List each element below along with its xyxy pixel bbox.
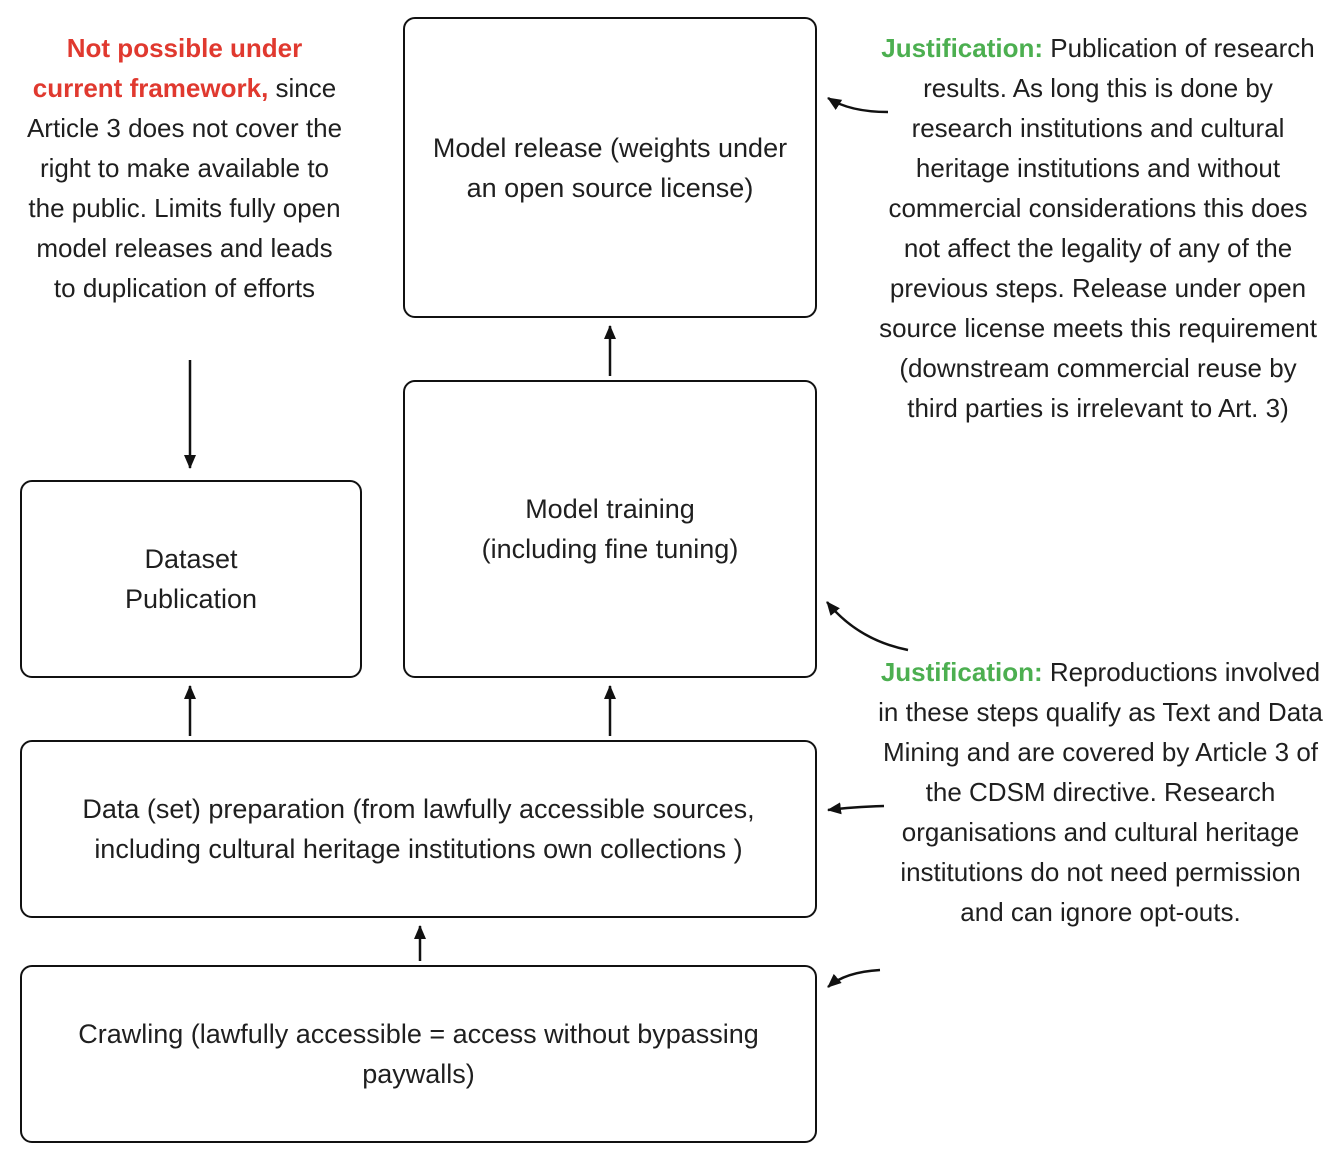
model-training-box: Model training (including fine tuning) (403, 380, 817, 678)
model-release-label: Model release (weights under an open sou… (432, 132, 788, 203)
justification-tdm-lead: Justification: (880, 657, 1043, 687)
crawling-label: Crawling (lawfully accessible = access w… (78, 1019, 759, 1089)
justification-tdm-annotation: Justification: Reproductions involved in… (878, 652, 1323, 932)
model-training-label: Model training (including fine tuning) (481, 494, 739, 564)
crawling-box: Crawling (lawfully accessible = access w… (20, 965, 817, 1143)
justification-release-annotation: Justification: Publication of research r… (872, 28, 1324, 428)
data-preparation-label: Data (set) preparation (from lawfully ac… (82, 794, 755, 864)
model-release-box: Model release (weights under an open sou… (403, 17, 817, 318)
not-possible-lead: Not possible under current framework, (32, 33, 303, 103)
not-possible-body: since Article 3 does not cover the right… (26, 73, 343, 303)
justification-release-body: Publication of research results. As long… (879, 33, 1317, 423)
arrow-justification2-to-crawling (827, 968, 881, 988)
data-preparation-box: Data (set) preparation (from lawfully ac… (20, 740, 817, 918)
dataset-publication-box: Dataset Publication (20, 480, 362, 678)
justification-release-lead: Justification: (881, 33, 1044, 63)
arrow-justification2-to-dataprep (827, 802, 885, 815)
arrow-justification2-to-model-training (826, 601, 909, 652)
justification-tdm-body: Reproductions involved in these steps qu… (878, 657, 1323, 927)
dataset-publication-label: Dataset Publication (124, 544, 258, 614)
not-possible-annotation: Not possible under current framework, si… (22, 28, 347, 308)
